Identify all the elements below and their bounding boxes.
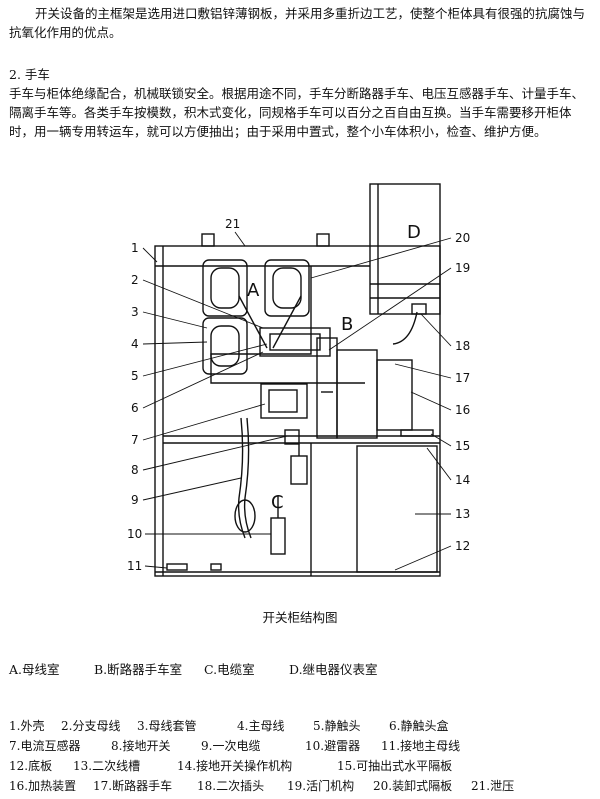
part-item: 3.母线套管: [137, 719, 197, 733]
part-item: 18.二次插头: [197, 779, 265, 793]
parts-row: 7.电流互感器 8.接地开关 9.一次电缆 10.避雷器 11.接地主母线: [9, 736, 599, 756]
part-item: 21.泄压: [471, 779, 515, 793]
room-legend-item: B.断路器手车室: [94, 662, 183, 677]
svg-text:2: 2: [131, 273, 139, 287]
svg-text:7: 7: [131, 433, 139, 447]
part-item: 4.主母线: [237, 719, 285, 733]
svg-text:18: 18: [455, 339, 470, 353]
parts-legend: 1.外壳 2.分支母线 3.母线套管 4.主母线 5.静触头 6.静触头盒 7.电流互感器…: [9, 716, 599, 796]
svg-text:9: 9: [131, 493, 139, 507]
svg-text:D: D: [407, 222, 421, 243]
room-legend-item: D.继电器仪表室: [289, 662, 378, 677]
intro-paragraph: 开关设备的主框架是选用进口敷铝锌薄钢板，并采用多重折边工艺，使整个柜体具有很强的…: [9, 6, 586, 40]
svg-text:1: 1: [131, 241, 139, 255]
svg-text:5: 5: [131, 369, 139, 383]
switchgear-diagram: 1 2 3 4 5 6 7 8 9 10 11 12 13 14 15 16 1…: [127, 183, 470, 577]
part-item: 6.静触头盒: [389, 719, 449, 733]
part-item: 2.分支母线: [61, 719, 121, 733]
svg-text:8: 8: [131, 463, 139, 477]
svg-text:13: 13: [455, 507, 470, 521]
svg-text:12: 12: [455, 539, 470, 553]
svg-text:20: 20: [455, 231, 470, 245]
svg-text:19: 19: [455, 261, 470, 275]
part-item: 10.避雷器: [305, 739, 361, 753]
room-legend-item: A.母线室: [9, 662, 60, 677]
part-item: 20.装卸式隔板: [373, 779, 453, 793]
svg-text:16: 16: [455, 403, 470, 417]
room-legend-item: C.电缆室: [204, 662, 255, 677]
relay-room-outline: [369, 183, 441, 315]
room-legend: A.母线室 B.断路器手车室 C.电缆室 D.继电器仪表室: [9, 659, 378, 678]
parts-row: 1.外壳 2.分支母线 3.母线套管 4.主母线 5.静触头 6.静触头盒: [9, 716, 599, 736]
part-item: 15.可抽出式水平隔板: [337, 759, 453, 773]
part-item: 1.外壳: [9, 719, 45, 733]
part-item: 19.活门机构: [287, 779, 355, 793]
part-item: 17.断路器手车: [93, 779, 173, 793]
part-item: 5.静触头: [313, 719, 361, 733]
callout-labels: 1 2 3 4 5 6 7 8 9 10 11 12 13 14 15 16 1…: [127, 217, 470, 573]
svg-text:11: 11: [127, 559, 142, 573]
part-item: 16.加热装置: [9, 779, 77, 793]
part-item: 13.二次线槽: [73, 759, 141, 773]
svg-text:4: 4: [131, 337, 139, 351]
trolley-paragraph: 手车与柜体绝缘配合，机械联锁安全。根据用途不同，手车分断路器手车、电压互感器手车…: [9, 86, 585, 139]
svg-text:15: 15: [455, 439, 470, 453]
part-item: 9.一次电缆: [201, 739, 261, 753]
svg-text:21: 21: [225, 217, 240, 231]
parts-row: 16.加热装置 17.断路器手车 18.二次插头 19.活门机构 20.装卸式隔板 21.…: [9, 776, 599, 796]
figure-caption: 开关柜结构图: [262, 610, 338, 625]
svg-text:6: 6: [131, 401, 139, 415]
cabinet-outline: [154, 245, 441, 577]
room-letters: A B C D: [247, 222, 421, 513]
part-item: 11.接地主母线: [381, 739, 461, 753]
part-item: 14.接地开关操作机构: [177, 759, 293, 773]
svg-text:10: 10: [127, 527, 142, 541]
section-heading: 2. 手车: [9, 67, 50, 82]
part-item: 7.电流互感器: [9, 739, 81, 753]
svg-text:3: 3: [131, 305, 139, 319]
svg-text:C: C: [271, 492, 284, 513]
svg-text:14: 14: [455, 473, 470, 487]
part-item: 12.底板: [9, 759, 53, 773]
part-item: 8.接地开关: [111, 739, 171, 753]
parts-row: 12.底板 13.二次线槽 14.接地开关操作机构 15.可抽出式水平隔板: [9, 756, 599, 776]
svg-text:A: A: [247, 280, 260, 301]
svg-text:B: B: [341, 314, 353, 335]
svg-text:17: 17: [455, 371, 470, 385]
